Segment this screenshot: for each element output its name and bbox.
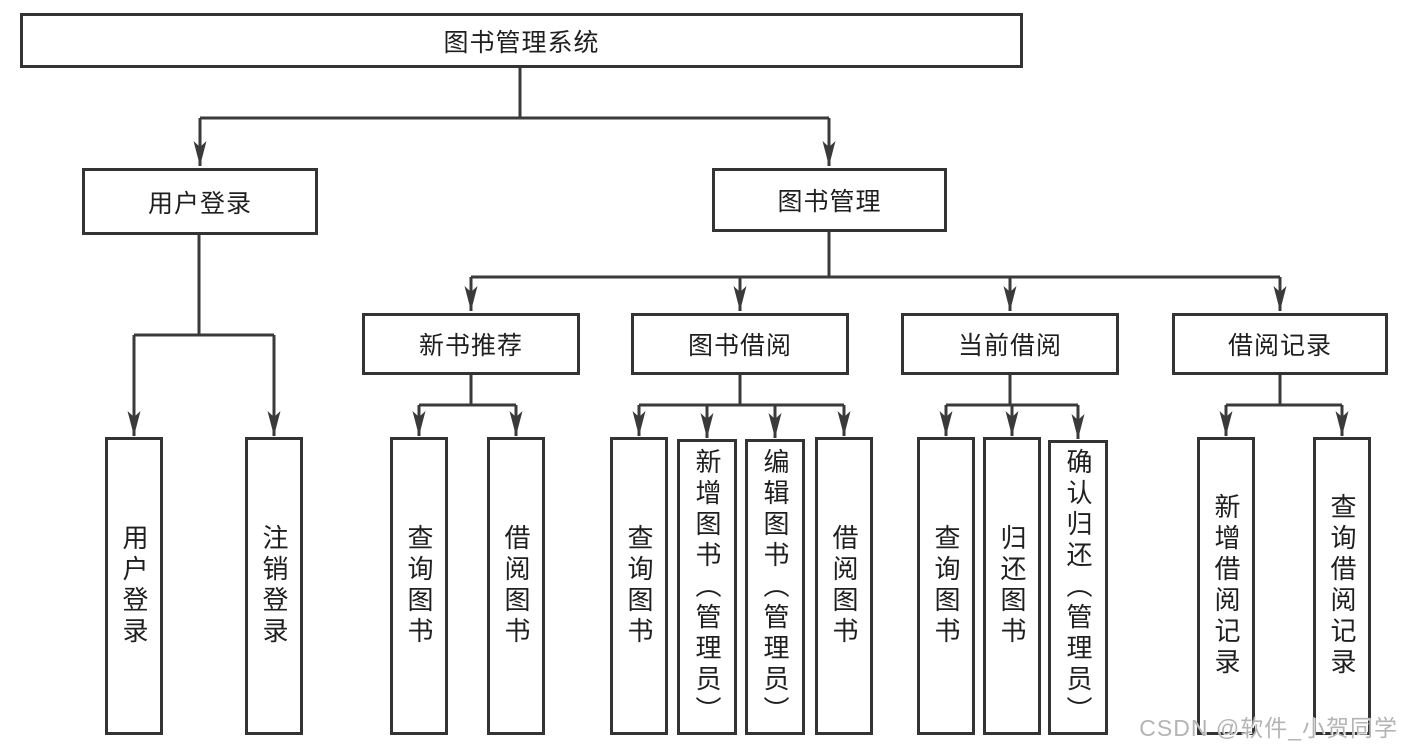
leaf-query-books-borrow: 查询图书 [610,437,668,735]
node-label: 查询借阅记录 [1327,493,1357,679]
leaf-logout: 注销登录 [245,437,303,735]
leaf-add-book-admin: 新增图书（管理员） [677,439,737,735]
leaf-query-borrow-record: 查询借阅记录 [1313,437,1371,735]
leaf-edit-book-admin: 编辑图书（管理员） [745,439,805,735]
leaf-query-books-current: 查询图书 [917,437,975,735]
leaf-confirm-return-admin: 确认归还（管理员） [1048,440,1108,735]
node-label: 当前借阅 [957,332,1062,360]
node-label: 图书借阅 [687,332,792,360]
node-label: 新增借阅记录 [1211,493,1241,679]
node-user-login: 用户登录 [82,168,318,235]
node-label: 编辑图书（管理员） [760,447,790,727]
node-label: 新书推荐 [418,332,523,360]
node-label: 用户登录 [119,524,149,648]
node-book-management: 图书管理 [712,168,947,232]
leaf-add-borrow-record: 新增借阅记录 [1197,437,1255,735]
node-label: 注销登录 [259,524,289,648]
node-label: 借阅图书 [829,524,859,648]
node-library-management-system: 图书管理系统 [20,13,1023,68]
node-new-book-recommend: 新书推荐 [362,313,580,375]
connector-arrows [127,118,1349,439]
node-label: 用户登录 [147,189,252,218]
node-current-borrow: 当前借阅 [901,313,1119,375]
node-label: 图书管理 [777,188,882,216]
csdn-watermark: CSDN @软件_小贺同学 [1139,715,1398,741]
leaf-query-books-recommend: 查询图书 [390,437,448,735]
node-book-borrow: 图书借阅 [631,313,849,375]
leaf-borrow-books-recommend: 借阅图书 [487,437,545,735]
node-label: 确认归还（管理员） [1063,448,1093,727]
node-label: 查询图书 [404,524,434,648]
node-label: 查询图书 [624,524,654,648]
node-label: 归还图书 [997,524,1027,648]
node-label: 查询图书 [931,524,961,648]
node-borrow-records: 借阅记录 [1172,313,1388,375]
node-label: 借阅图书 [501,524,531,648]
node-label: 新增图书（管理员） [692,447,722,727]
connector-spines [134,68,1342,407]
node-label: 图书管理系统 [443,28,600,57]
leaf-borrow-books-borrow: 借阅图书 [815,437,873,735]
leaf-return-books: 归还图书 [983,437,1041,735]
leaf-user-login: 用户登录 [105,437,163,735]
node-label: 借阅记录 [1227,332,1332,360]
